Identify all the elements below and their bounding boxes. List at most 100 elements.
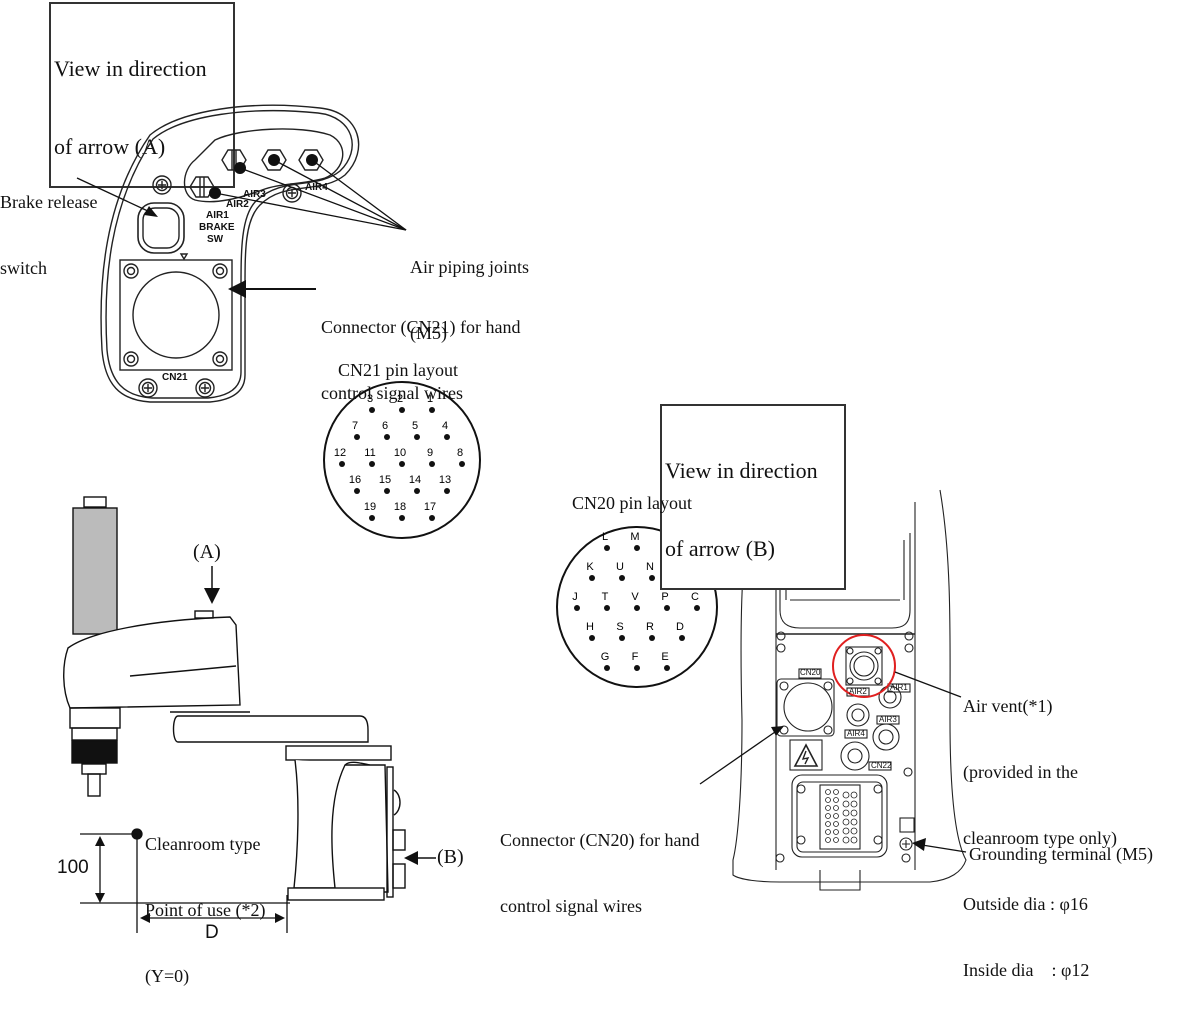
dimension-d: D <box>205 922 219 943</box>
cn20-pin-layout-title: CN20 pin layout <box>572 493 692 513</box>
cn22-pin <box>825 805 831 811</box>
air-piping-leaders <box>214 159 407 231</box>
cn20-pin-dot <box>694 605 700 611</box>
brake-release-line1: Brake release <box>0 192 98 212</box>
cn20-pin-dot <box>679 635 685 641</box>
cn21-pin-dot <box>444 488 450 494</box>
cn21-pin-label: 19 <box>364 501 376 513</box>
arrow-a-label: (A) <box>193 541 221 563</box>
cn20-pin-label: N <box>646 561 654 573</box>
arrow-a <box>204 566 220 604</box>
cn21-pin-dot <box>429 515 435 521</box>
cn20-pin-circle <box>556 526 718 688</box>
cn22-pin <box>842 791 850 799</box>
cn21-pin-label: 6 <box>382 420 388 432</box>
cn21-pin-label: 16 <box>349 474 361 486</box>
cn20-pin-label: R <box>646 621 654 633</box>
view-b-title-line2: of arrow (B) <box>665 536 775 561</box>
arrow-b-label: (B) <box>437 846 464 868</box>
cn21-pin-label: 7 <box>352 420 358 432</box>
mark-b-air3: AIR3 <box>879 715 897 724</box>
cn20-pin-dot <box>634 605 640 611</box>
cn20-connector-line2: control signal wires <box>500 896 642 916</box>
cn21-pin-dot <box>399 461 405 467</box>
cn22-pin <box>850 800 858 808</box>
mark-b-air4: AIR4 <box>847 729 865 738</box>
cn22-pin-grid <box>825 789 858 844</box>
cn21-pin-label: 13 <box>439 474 451 486</box>
cn22-pin <box>825 837 831 843</box>
cn21-pin-dot <box>414 488 420 494</box>
view-b-robot-rear <box>732 489 967 891</box>
cn21-pin-dot <box>369 407 375 413</box>
cn22-pin <box>825 813 831 819</box>
cn20-pin-label: J <box>572 591 578 603</box>
mark-brake: BRAKE <box>199 222 235 233</box>
cn21-pin-label: 1 <box>427 393 433 405</box>
cn22-pin <box>833 821 839 827</box>
cn21-pin-label: 8 <box>457 447 463 459</box>
cn22-pin <box>833 805 839 811</box>
cn20-pin-dot <box>604 665 610 671</box>
cn20-pin-label: T <box>602 591 609 603</box>
cn22-pin <box>850 818 858 826</box>
arrow-b <box>404 851 436 865</box>
cn22-pin <box>825 829 831 835</box>
cn22-pin <box>850 791 858 799</box>
cn21-pin-dot <box>459 461 465 467</box>
cn21-leader-arrow <box>228 280 316 298</box>
bellows <box>72 496 118 635</box>
air-vent-line1: Air vent(*1) <box>963 696 1053 716</box>
mark-air2: AIR2 <box>226 199 249 210</box>
mark-b-air1: AIR1 <box>890 683 908 692</box>
mark-sw: SW <box>207 234 224 245</box>
brake-release-line2: switch <box>0 258 47 278</box>
dimension-100: 100 <box>57 857 89 878</box>
cn22-pin <box>833 813 839 819</box>
cn22-pin <box>842 836 850 844</box>
cn20-pin-label: F <box>632 651 639 663</box>
view-a-panel <box>100 104 360 403</box>
cn21-pin-dot <box>399 515 405 521</box>
cn20-pin-dot <box>604 545 610 551</box>
cn20-connector-label: Connector (CN20) for hand control signal… <box>500 785 699 939</box>
cn22-pin <box>842 809 850 817</box>
cn20-pin-dot <box>574 605 580 611</box>
mark-cn20: CN20 <box>800 668 821 677</box>
cn20-pin-dot <box>664 605 670 611</box>
cn21-pin-dot <box>384 488 390 494</box>
cn21-pin-dot <box>339 461 345 467</box>
air-vent-label: Air vent(*1) (provided in the cleanroom … <box>963 651 1117 1003</box>
cn22-pin <box>825 797 831 803</box>
cn20-pins: LMAKUNBJTVPCHSRDGFE <box>572 531 700 671</box>
air-piping-line2: (M5) <box>410 323 447 343</box>
cn21-pin-label: 18 <box>394 501 406 513</box>
air-vent-line3: cleanroom type only) <box>963 828 1117 848</box>
brake-release-leader <box>76 177 158 217</box>
mark-cn21: CN21 <box>162 372 188 383</box>
view-b-title: View in direction of arrow (B) <box>660 404 846 590</box>
cn20-pin-dot <box>634 665 640 671</box>
cn20-pin-label: H <box>586 621 594 633</box>
cn20-pin-dot <box>619 575 625 581</box>
cn21-pin-label: 12 <box>334 447 346 459</box>
cn21-pin-label: 14 <box>409 474 421 486</box>
cn20-pin-dot <box>589 575 595 581</box>
cn22-pin <box>842 827 850 835</box>
cn22-pin <box>842 800 850 808</box>
air-vent-line2: (provided in the <box>963 762 1078 782</box>
cn20-pin-label: U <box>616 561 624 573</box>
view-a-title-line1: View in direction <box>54 56 207 81</box>
cn21-pin-dot <box>429 461 435 467</box>
cn22-pin <box>833 829 839 835</box>
cn22-pin <box>825 789 831 795</box>
cn21-pin-dot <box>354 488 360 494</box>
point-of-use-line3: (Y=0) <box>145 966 190 986</box>
cn21-pin-layout-title: CN21 pin layout <box>338 360 458 380</box>
cn20-connector-line1: Connector (CN20) for hand <box>500 830 700 850</box>
cn20-pin-label: L <box>602 531 608 543</box>
cn20-pin-dot <box>649 575 655 581</box>
cn22-pin <box>850 809 858 817</box>
cn20-pin-label: P <box>661 591 668 603</box>
